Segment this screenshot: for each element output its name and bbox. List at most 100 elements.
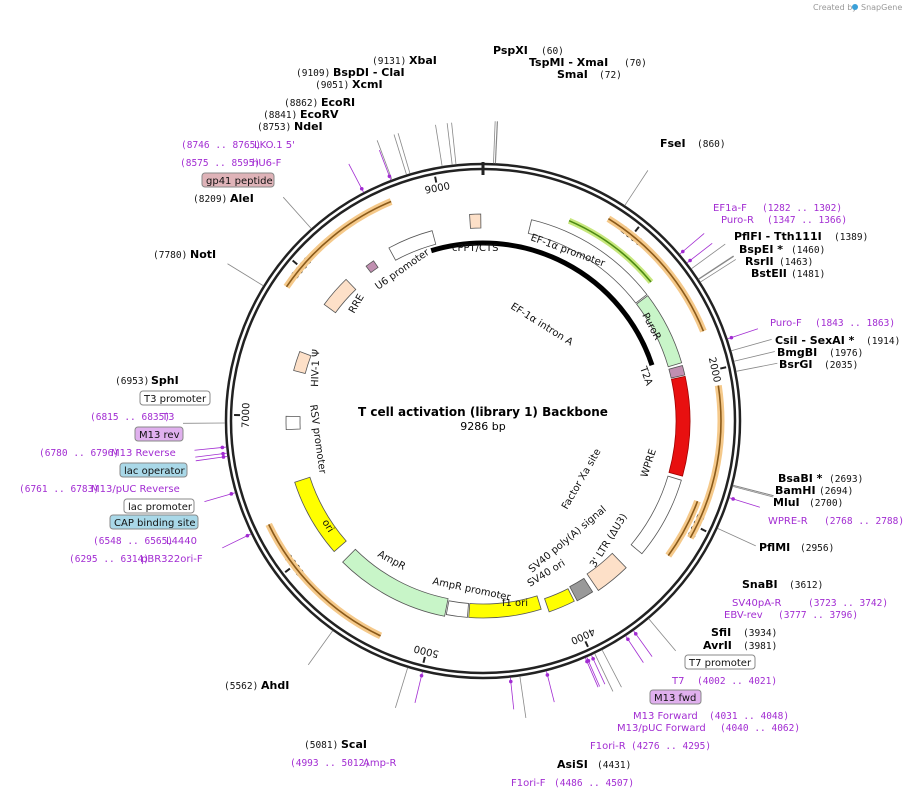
credit-brand: SnapGene [861, 3, 902, 12]
primer-name[interactable]: EBV-rev [724, 610, 763, 621]
site-name[interactable]: AhdI [261, 679, 289, 692]
site-leader-line [700, 259, 736, 283]
primer-name[interactable]: SV40pA-R [732, 598, 781, 609]
site-name[interactable]: NdeI [294, 120, 323, 133]
site-name[interactable]: BsaBI * [778, 472, 823, 485]
box-label-lac-promoter[interactable]: lac promoter [128, 502, 193, 513]
site-leader-line [376, 140, 393, 180]
site-leader-lines [183, 121, 778, 718]
site-name[interactable]: AleI [230, 192, 254, 205]
site-name[interactable]: BamHI [775, 484, 816, 497]
orange-arc [689, 385, 722, 539]
primer-name[interactable]: M13/pUC Reverse [91, 484, 180, 495]
site-name[interactable]: SnaBI [742, 578, 778, 591]
site-name[interactable]: PflMI [759, 541, 790, 554]
box-label-cap-binding[interactable]: CAP binding site [114, 518, 196, 529]
label-box-lac-operator [119, 462, 188, 478]
primer-name[interactable]: M13 Reverse [111, 448, 176, 459]
box-label-lac-operator[interactable]: lac operator [124, 466, 185, 477]
site-pos: (2956) [800, 543, 834, 554]
wpre-shape [630, 475, 682, 555]
site-name[interactable]: BmgBI [777, 346, 817, 359]
site-name[interactable]: NotI [190, 248, 216, 261]
primer-name[interactable]: pBR322ori-F [141, 554, 203, 565]
primer-name[interactable]: T7 [671, 676, 684, 687]
site-name[interactable]: ScaI [341, 738, 367, 751]
box-label-t3-promoter[interactable]: T3 promoter [143, 394, 207, 405]
primer-site-mark [245, 533, 250, 538]
primer-name[interactable]: L4440 [166, 536, 197, 547]
site-name[interactable]: CsiI - SexAI * [775, 334, 855, 347]
site-leader-line [435, 124, 443, 167]
site-leader-line [594, 653, 614, 692]
site-name[interactable]: XcmI [352, 78, 383, 91]
site-name[interactable]: MluI [773, 496, 800, 509]
site-leader-line [717, 528, 756, 547]
site-pos: (8862) [284, 98, 318, 109]
primer-name[interactable]: F1ori-R [590, 741, 626, 752]
site-name[interactable]: BsrGI [779, 358, 812, 371]
site-name[interactable]: EcoRI [321, 96, 355, 109]
site-name[interactable]: BspEI * [739, 243, 783, 256]
site-name[interactable]: BstEII [751, 267, 787, 280]
ring-tick [422, 656, 426, 664]
primer-range: (6761 .. 6783) [19, 484, 99, 495]
site-name[interactable]: EcoRV [300, 108, 339, 121]
site-name[interactable]: BspDI - ClaI [333, 66, 405, 79]
site-leader-line [624, 170, 649, 206]
primer-name[interactable]: F1ori-F [511, 778, 546, 789]
primer-range: (2768 .. 2788) [824, 516, 904, 527]
primer-site-mark [387, 174, 392, 179]
site-pos: (1481) [791, 269, 825, 280]
box-label-m13-rev[interactable]: M13 rev [139, 430, 180, 441]
primer-name[interactable]: Puro-R [721, 215, 754, 226]
box-label-m13-fwd[interactable]: M13 fwd [654, 693, 696, 704]
ampr-promoter-shape [445, 600, 469, 618]
site-name[interactable]: SphI [151, 374, 179, 387]
site-leader-line [397, 133, 411, 174]
site-name[interactable]: SfiI [711, 626, 731, 639]
primer-name[interactable]: EF1a-F [713, 203, 747, 214]
site-pos: (9109) [296, 68, 330, 79]
primer-site-mark [419, 673, 424, 678]
site-name[interactable]: PspXI [493, 44, 528, 57]
site-pos: (9051) [315, 80, 349, 91]
site-name[interactable]: PflFI - Tth111I [734, 230, 822, 243]
orange-arc [667, 500, 699, 557]
feature-label-hiv-psi: HIV-1 Ψ [310, 349, 322, 387]
primer-name[interactable]: M13/pUC Forward [617, 723, 706, 734]
site-leader-line [519, 676, 527, 718]
primer-range: (3777 .. 3796) [778, 610, 858, 621]
ring-tick-label: 5000 [413, 642, 440, 659]
primer-name[interactable]: WPRE-R [768, 516, 808, 527]
primer-name[interactable]: hU6-F [252, 158, 282, 169]
box-label-t7-promoter[interactable]: T7 promoter [688, 658, 752, 669]
site-group-top-left: (8753) NdeI (8841) EcoRV (8862) EcoRI (9… [257, 54, 437, 133]
site-leader-line [698, 255, 734, 280]
primer-name[interactable]: LKO.1 5' [254, 140, 295, 151]
site-group-bottom-right: SnaBI (3612) SfiI (3934) AvrII (3981) As… [557, 578, 823, 771]
feature-label-factor-xa: Factor Xa site [560, 447, 604, 511]
site-leader-line [395, 667, 409, 709]
site-name[interactable]: AsiSI [557, 758, 588, 771]
primer-name[interactable]: M13 Forward [633, 711, 698, 722]
box-label-gp41[interactable]: gp41 peptide [206, 176, 273, 187]
site-name[interactable]: FseI [660, 137, 686, 150]
site-name[interactable]: RsrII [745, 255, 774, 268]
site-name[interactable]: XbaI [409, 54, 437, 67]
puror-shape [636, 295, 683, 368]
site-name[interactable]: TspMI - XmaI [529, 56, 608, 69]
site-group-top: (60) PspXI (70) TspMI - XmaI (72) SmaI F… [493, 44, 726, 150]
site-pos: (7780) [153, 250, 187, 261]
label-box-cap-binding [109, 514, 199, 530]
primer-name[interactable]: Puro-F [770, 318, 802, 329]
primer-name[interactable]: Amp-R [363, 758, 397, 769]
site-pos: (60) [541, 46, 564, 57]
primer-site-mark [508, 679, 513, 684]
primer-name[interactable]: T3 [161, 412, 174, 423]
site-name[interactable]: SmaI [557, 68, 588, 81]
site-name[interactable]: AvrII [703, 639, 732, 652]
site-pos: (5081) [304, 740, 338, 751]
sv40ori-shape [544, 588, 575, 613]
